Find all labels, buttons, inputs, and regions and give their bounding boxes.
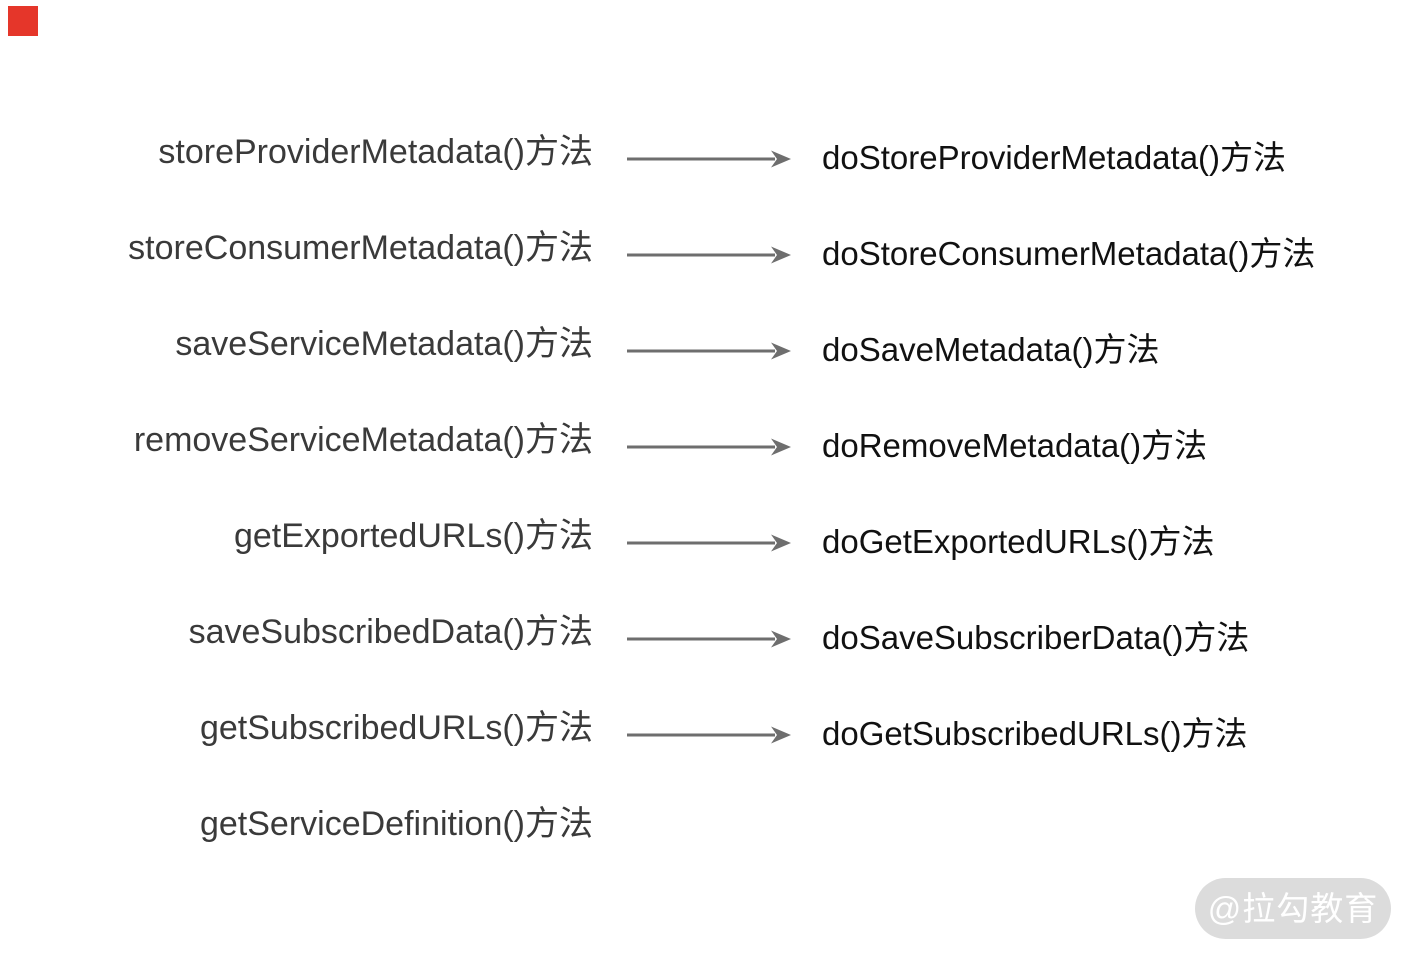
target-method-label: doSaveMetadata()方法 <box>822 331 1160 368</box>
source-method-label: storeProviderMetadata()方法 <box>158 133 593 171</box>
target-method-label: doGetSubscribedURLs()方法 <box>822 715 1248 752</box>
source-method-label: removeServiceMetadata()方法 <box>133 421 593 459</box>
arrow-right-icon <box>627 534 791 552</box>
watermark-badge: @拉勾教育 <box>1195 878 1391 939</box>
arrow-right-icon <box>627 630 791 648</box>
source-method-label: saveServiceMetadata()方法 <box>175 325 593 363</box>
source-method-label: getExportedURLs()方法 <box>233 517 593 555</box>
mapping-row: getExportedURLs()方法 doGetExportedURLs()方… <box>0 496 1412 592</box>
target-method-label: doRemoveMetadata()方法 <box>822 427 1208 464</box>
mapping-row: getServiceDefinition()方法 <box>0 784 1412 880</box>
source-method-label: getSubscribedURLs()方法 <box>199 709 593 747</box>
mapping-row: storeProviderMetadata()方法 doStoreProvide… <box>0 112 1412 208</box>
source-method-label: saveSubscribedData()方法 <box>188 613 593 651</box>
arrow-right-icon <box>627 246 791 264</box>
target-method-label: doSaveSubscriberData()方法 <box>822 619 1250 656</box>
mapping-row: saveServiceMetadata()方法 doSaveMetadata()… <box>0 304 1412 400</box>
source-method-label: storeConsumerMetadata()方法 <box>128 229 593 267</box>
mapping-row: getSubscribedURLs()方法 doGetSubscribedURL… <box>0 688 1412 784</box>
mapping-row: storeConsumerMetadata()方法 doStoreConsume… <box>0 208 1412 304</box>
mapping-row: removeServiceMetadata()方法 doRemoveMetada… <box>0 400 1412 496</box>
target-method-label: doStoreConsumerMetadata()方法 <box>822 235 1316 272</box>
arrow-right-icon <box>627 150 791 168</box>
arrow-right-icon <box>627 342 791 360</box>
source-method-label: getServiceDefinition()方法 <box>199 805 593 843</box>
arrow-right-icon <box>627 438 791 456</box>
target-method-label: doGetExportedURLs()方法 <box>822 523 1215 560</box>
target-method-label: doStoreProviderMetadata()方法 <box>822 139 1287 176</box>
mapping-row: saveSubscribedData()方法 doSaveSubscriberD… <box>0 592 1412 688</box>
brand-corner-square <box>8 6 38 36</box>
arrow-right-icon <box>627 726 791 744</box>
